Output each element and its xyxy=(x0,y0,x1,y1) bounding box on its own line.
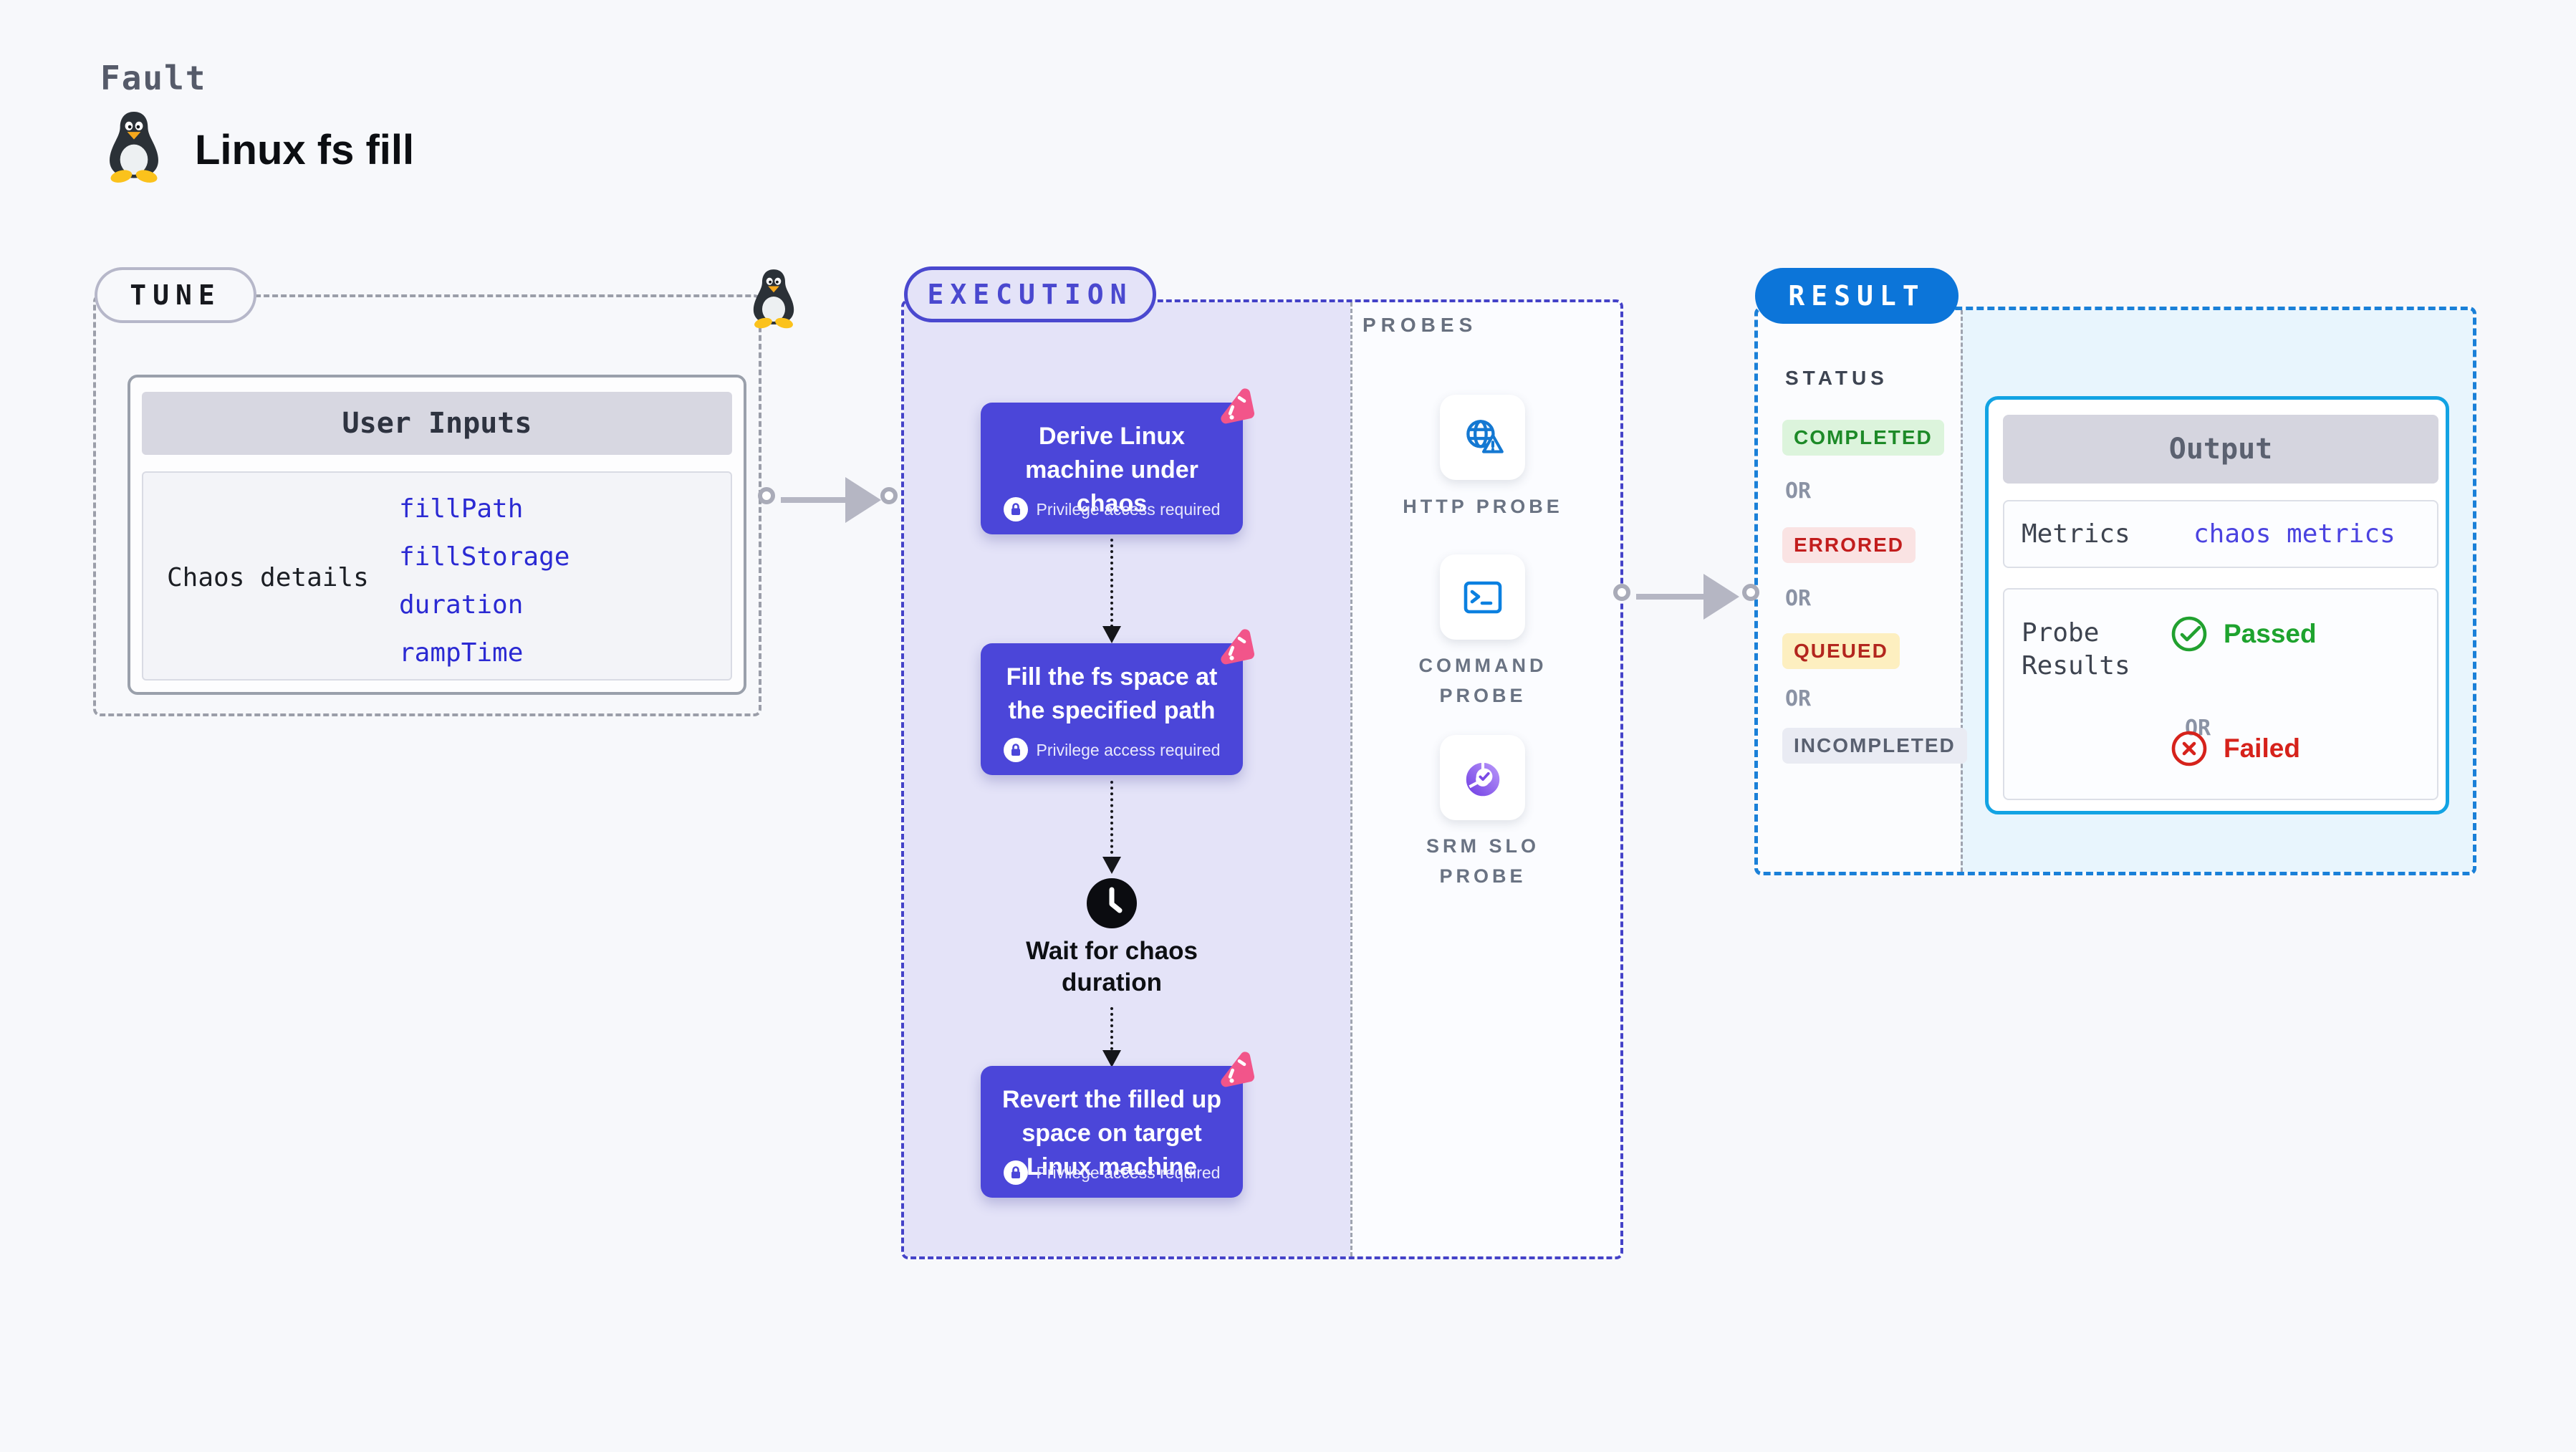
connector-node-icon xyxy=(1742,584,1759,601)
chaos-experiment-icon xyxy=(1221,388,1254,424)
output-header: Output xyxy=(2003,415,2438,484)
flow-arrow xyxy=(1110,539,1113,633)
connector-arrowhead-icon xyxy=(1703,574,1739,620)
failed-row: Failed xyxy=(2171,730,2300,767)
privilege-badge: Privilege access required xyxy=(981,1160,1243,1185)
privilege-badge-label: Privilege access required xyxy=(1036,1163,1221,1182)
privilege-badge: Privilege access required xyxy=(981,497,1243,521)
step-card-revert: Revert the filled up space on target Lin… xyxy=(981,1052,1254,1198)
probes-label: PROBES xyxy=(1363,314,1478,336)
check-circle-icon xyxy=(2171,616,2207,652)
probe-results-label: Probe Results xyxy=(2022,618,2130,681)
probe-label-http: HTTP PROBE xyxy=(1403,496,1563,517)
passed-label: Passed xyxy=(2224,619,2317,648)
status-heading: STATUS xyxy=(1785,367,1888,389)
connector-arrowhead-icon xyxy=(845,477,881,523)
globe-alert-icon xyxy=(1466,419,1504,453)
probe-card-command xyxy=(1440,554,1525,640)
step-card-fill: Fill the fs space at the specified path … xyxy=(981,629,1254,775)
execution-pill: EXECUTION xyxy=(904,266,1156,322)
flow-arrowhead-icon xyxy=(1102,1050,1121,1067)
lock-icon xyxy=(1003,497,1028,521)
connector-node-icon xyxy=(1613,584,1630,601)
step-title: Fill the fs space at the specified path xyxy=(1006,663,1218,724)
connector-line xyxy=(1636,594,1709,600)
status-badge-completed: COMPLETED xyxy=(1782,420,1944,456)
or-separator: OR xyxy=(1785,479,1812,504)
privilege-badge-label: Privilege access required xyxy=(1036,499,1221,519)
probe-card-http xyxy=(1440,395,1525,480)
chaos-details-label: Chaos details xyxy=(167,563,369,592)
execution-probes-divider xyxy=(1350,302,1352,1256)
param-fillstorage: fillStorage xyxy=(399,542,570,572)
metrics-row: Metrics chaos metrics xyxy=(2003,500,2438,568)
metrics-label: Metrics xyxy=(2022,519,2130,549)
flow-arrowhead-icon xyxy=(1102,626,1121,643)
tune-pill: TUNE xyxy=(95,267,256,323)
step-title: Revert the filled up space on target Lin… xyxy=(1001,1086,1222,1181)
param-ramptime: rampTime xyxy=(399,638,524,668)
lock-icon xyxy=(1003,738,1028,762)
chaos-experiment-icon xyxy=(1221,1052,1254,1087)
status-badge-incompleted: INCOMPLETED xyxy=(1782,728,1967,764)
privilege-badge: Privilege access required xyxy=(981,738,1243,762)
passed-row: Passed xyxy=(2171,615,2317,653)
chaos-experiment-icon xyxy=(1221,629,1254,665)
lock-icon xyxy=(1003,1160,1028,1185)
flow-arrowhead-icon xyxy=(1102,857,1121,874)
probe-results-box: Probe Results Passed OR Failed xyxy=(2003,588,2438,800)
connector-line xyxy=(781,497,857,503)
clock-icon xyxy=(1087,878,1137,928)
user-inputs-body xyxy=(142,471,732,681)
tune-zone xyxy=(93,294,761,716)
wait-step-label: Wait for chaos duration xyxy=(1026,937,1198,996)
fault-kicker: Fault xyxy=(100,59,207,97)
x-circle-icon xyxy=(2171,731,2207,766)
linux-tux-icon xyxy=(110,111,158,183)
connector-node-icon xyxy=(880,487,898,504)
flow-arrow xyxy=(1110,1007,1113,1056)
probe-label-srm-slo: SRM SLO PROBE xyxy=(1426,835,1539,887)
slo-donut-icon xyxy=(1466,761,1499,796)
result-pill: RESULT xyxy=(1755,268,1959,324)
or-separator: OR xyxy=(1785,686,1812,711)
probe-card-srm-slo xyxy=(1440,735,1525,820)
connector-node-icon xyxy=(758,487,775,504)
user-inputs-header: User Inputs xyxy=(142,392,732,455)
terminal-icon xyxy=(1464,581,1501,613)
status-badge-queued: QUEUED xyxy=(1782,633,1900,669)
failed-label: Failed xyxy=(2224,734,2300,763)
status-badge-errored: ERRORED xyxy=(1782,527,1916,563)
page-title: Linux fs fill xyxy=(195,127,415,173)
linux-tux-icon xyxy=(753,269,794,329)
privilege-badge-label: Privilege access required xyxy=(1036,740,1221,759)
param-duration: duration xyxy=(399,590,524,620)
or-separator: OR xyxy=(1785,586,1812,611)
step-title: Derive Linux machine under chaos xyxy=(1025,423,1198,517)
step-card-derive: Derive Linux machine under chaos Privile… xyxy=(981,388,1254,534)
flow-arrow xyxy=(1110,781,1113,860)
result-divider xyxy=(1961,310,1963,872)
param-fillpath: fillPath xyxy=(399,494,524,524)
probe-label-command: COMMAND PROBE xyxy=(1418,655,1547,706)
output-card: Output Metrics chaos metrics Probe Resul… xyxy=(1985,396,2449,814)
chaos-metrics-link: chaos metrics xyxy=(2193,519,2395,549)
